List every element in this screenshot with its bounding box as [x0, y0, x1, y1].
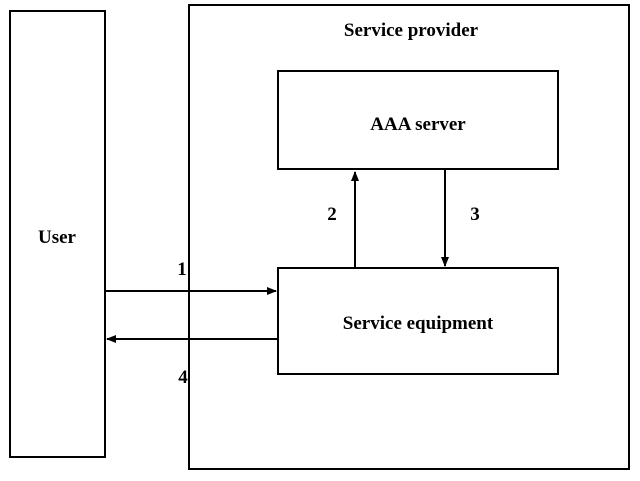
service-equipment-box	[277, 267, 559, 375]
service-provider-box	[188, 4, 630, 470]
service-equipment-label: Service equipment	[343, 313, 494, 334]
step-4-label: 4	[178, 367, 188, 388]
aaa-server-label: AAA server	[370, 114, 466, 135]
step-1-label: 1	[177, 259, 187, 280]
service-provider-label: Service provider	[344, 20, 479, 41]
aaa-server-box	[277, 70, 559, 170]
user-label: User	[38, 227, 77, 248]
step-2-label: 2	[327, 204, 337, 225]
step-3-label: 3	[470, 204, 480, 225]
user-box	[9, 10, 106, 458]
